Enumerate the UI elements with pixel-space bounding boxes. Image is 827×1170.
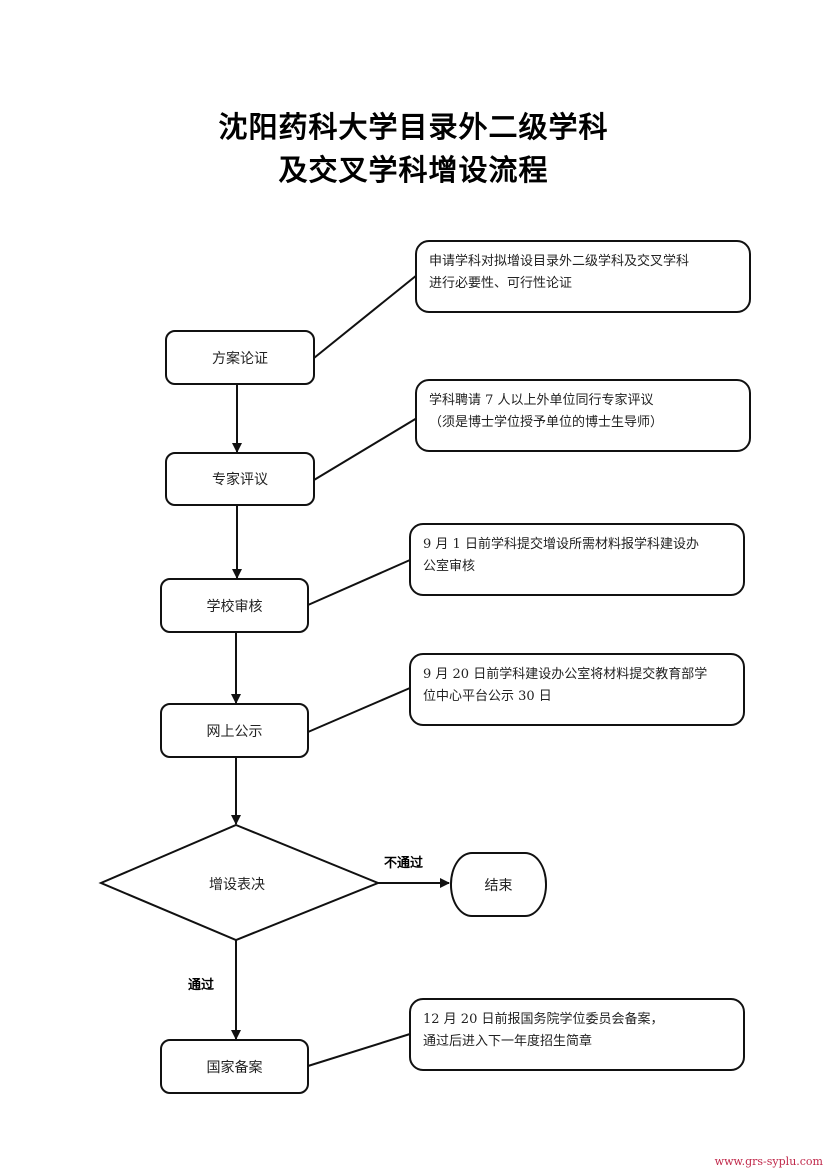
end-label: 结束 xyxy=(484,877,513,894)
note-connector-4 xyxy=(307,687,411,733)
note-box-expert-review: 学科聘请 7 人以上外单位同行专家评议 （须是博士学位授予单位的博士生导师） xyxy=(415,379,751,452)
note-line: 通过后进入下一年度招生简章 xyxy=(423,1034,593,1049)
note-line: 申请学科对拟增设目录外二级学科及交叉学科 xyxy=(429,254,690,269)
note-line: （须是博士学位授予单位的博士生导师） xyxy=(429,415,664,430)
note-line: 进行必要性、可行性论证 xyxy=(429,276,573,291)
step-label: 学校审核 xyxy=(206,598,263,615)
step-label: 网上公示 xyxy=(206,723,263,740)
note-line: 9 月 1 日前学科提交增设所需材料报学科建设办 xyxy=(423,537,699,552)
decision-label: 增设表决 xyxy=(209,877,265,893)
note-line: 学科聘请 7 人以上外单位同行专家评议 xyxy=(429,393,654,408)
watermark: www.grs-syplu.com xyxy=(714,1155,823,1168)
step-box-expert-review: 专家评议 xyxy=(165,452,315,506)
note-line: 位中心平台公示 30 日 xyxy=(423,689,552,704)
page-title-line-1: 沈阳药科大学目录外二级学科 xyxy=(218,110,609,144)
page-title-line-2: 及交叉学科增设流程 xyxy=(278,153,549,187)
step-box-plan-demonstration: 方案论证 xyxy=(165,330,315,385)
step-label: 方案论证 xyxy=(212,350,268,367)
end-terminal: 结束 xyxy=(450,852,547,917)
pass-branch-label: 通过 xyxy=(188,978,215,993)
note-connector-2 xyxy=(313,417,418,481)
decision-diamond xyxy=(98,823,381,942)
note-connector-5 xyxy=(307,1033,411,1067)
note-box-national-filing: 12 月 20 日前报国务院学位委员会备案， 通过后进入下一年度招生简章 xyxy=(409,998,745,1071)
fail-branch-label: 不通过 xyxy=(384,856,424,871)
step-label: 专家评议 xyxy=(212,472,268,488)
note-connector-1 xyxy=(313,274,418,359)
step-box-school-review: 学校审核 xyxy=(160,578,309,633)
step-box-national-filing: 国家备案 xyxy=(160,1039,309,1094)
note-box-plan-demonstration: 申请学科对拟增设目录外二级学科及交叉学科 进行必要性、可行性论证 xyxy=(415,240,751,313)
step-label: 国家备案 xyxy=(206,1059,263,1076)
note-connector-3 xyxy=(307,559,411,606)
note-line: 9 月 20 日前学科建设办公室将材料提交教育部学 xyxy=(423,667,708,682)
note-line: 12 月 20 日前报国务院学位委员会备案， xyxy=(423,1012,664,1027)
note-line: 公室审核 xyxy=(423,559,476,574)
note-box-school-review: 9 月 1 日前学科提交增设所需材料报学科建设办 公室审核 xyxy=(409,523,745,596)
step-box-online-publicity: 网上公示 xyxy=(160,703,309,758)
note-box-online-publicity: 9 月 20 日前学科建设办公室将材料提交教育部学 位中心平台公示 30 日 xyxy=(409,653,745,726)
